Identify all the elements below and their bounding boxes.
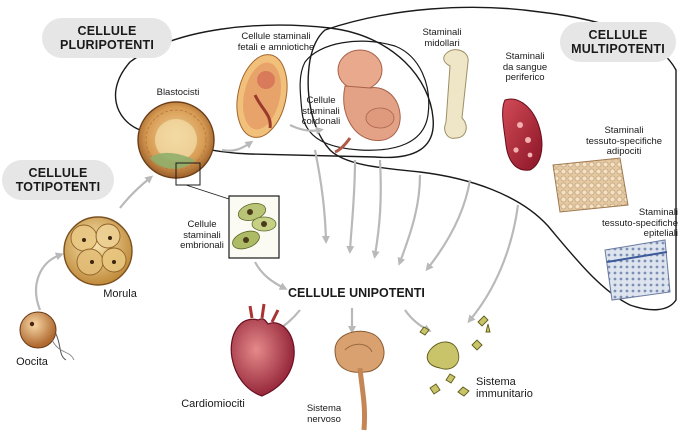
label-midollari-line-1: Staminali — [416, 28, 468, 39]
arrow-to-uni-5 — [428, 180, 470, 268]
label-midollari: Staminali midollari — [416, 28, 468, 49]
arrow-to-uni-4 — [400, 175, 420, 262]
arrow-blast-fetal — [222, 143, 250, 151]
label-blastocisti: Blastocisti — [150, 88, 206, 99]
zoom-line — [186, 185, 232, 200]
adipocyte-illustration — [553, 158, 628, 212]
multipotent-badge: CELLULE MULTIPOTENTI — [560, 22, 676, 62]
morula-illustration — [64, 217, 132, 285]
label-cordonali-line-3: cordonali — [298, 117, 344, 128]
arrow-to-uni-3 — [375, 160, 381, 255]
pluripotent-badge: CELLULE PLURIPOTENTI — [42, 18, 172, 58]
label-cardiomiociti-text: Cardiomiociti — [174, 398, 252, 410]
arrow-oocita-morula — [36, 255, 60, 310]
pluripotent-line-1: CELLULE — [52, 24, 162, 38]
arrow-morula-blastocisti — [120, 178, 150, 208]
label-oocita: Oocita — [8, 356, 56, 368]
totipotent-badge: CELLULE TOTIPOTENTI — [2, 160, 114, 200]
embryonic-cells-illustration — [229, 196, 279, 258]
label-adipociti-line-1: Staminali — [578, 126, 670, 137]
label-cordonali: Cellule staminali cordonali — [298, 96, 344, 128]
label-nervoso: Sistema nervoso — [300, 404, 348, 425]
totipotent-line-1: CELLULE — [12, 166, 104, 180]
fetus-illustration — [335, 50, 400, 152]
label-blastocisti-text: Blastocisti — [150, 88, 206, 99]
unipotent-title: CELLULE UNIPOTENTI — [288, 286, 425, 300]
label-embrionali-line-3: embrionali — [176, 241, 228, 252]
arrow-to-uni-1 — [315, 150, 326, 240]
label-nervoso-line-1: Sistema — [300, 404, 348, 415]
label-fetali-line-1: Cellule staminali — [228, 32, 324, 43]
arrow-to-immune — [470, 205, 518, 320]
heart-illustration — [231, 304, 294, 396]
label-epiteliali-line-1: Staminali — [586, 208, 678, 219]
epithelial-illustration — [605, 240, 670, 300]
totipotent-line-2: TOTIPOTENTI — [12, 180, 104, 194]
label-sangue: Staminali da sangue periferico — [494, 52, 556, 84]
label-midollari-line-2: midollari — [416, 39, 468, 50]
label-sangue-line-1: Staminali — [494, 52, 556, 63]
multipotent-line-2: MULTIPOTENTI — [570, 42, 666, 56]
label-immunitario: Sistema immunitario — [476, 376, 536, 400]
multipotent-line-1: CELLULE — [570, 28, 666, 42]
label-nervoso-line-2: nervoso — [300, 415, 348, 426]
label-immunitario-line-1: Sistema — [476, 376, 536, 388]
label-immunitario-line-2: immunitario — [476, 388, 536, 400]
label-morula-text: Morula — [92, 288, 148, 300]
blastocyst-illustration — [138, 102, 214, 185]
oocyte-illustration — [20, 312, 74, 360]
label-adipociti-line-3: adipociti — [578, 147, 670, 158]
label-oocita-text: Oocita — [8, 356, 56, 368]
label-epiteliali-line-3: epiteliali — [586, 229, 678, 240]
arrow-to-uni-2 — [350, 160, 355, 250]
label-embrionali-line-1: Cellule — [176, 220, 228, 231]
fetal-amniotic-illustration — [230, 50, 294, 142]
arrow-emb-uni — [255, 262, 284, 288]
label-sangue-line-3: periferico — [494, 73, 556, 84]
blood-vessel-illustration — [503, 99, 542, 170]
label-embrionali: Cellule staminali embrionali — [176, 220, 228, 252]
label-cardiomiociti: Cardiomiociti — [174, 398, 252, 410]
label-epiteliali: Staminali tessuto-specifiche epiteliali — [586, 208, 678, 240]
label-morula: Morula — [92, 288, 148, 300]
bone-illustration — [444, 50, 468, 139]
label-adipociti: Staminali tessuto-specifiche adipociti — [578, 126, 670, 158]
label-cordonali-line-1: Cellule — [298, 96, 344, 107]
label-fetali: Cellule staminali fetali e amniotiche — [228, 32, 324, 53]
pluripotent-line-2: PLURIPOTENTI — [52, 38, 162, 52]
label-fetali-line-2: fetali e amniotiche — [228, 43, 324, 54]
